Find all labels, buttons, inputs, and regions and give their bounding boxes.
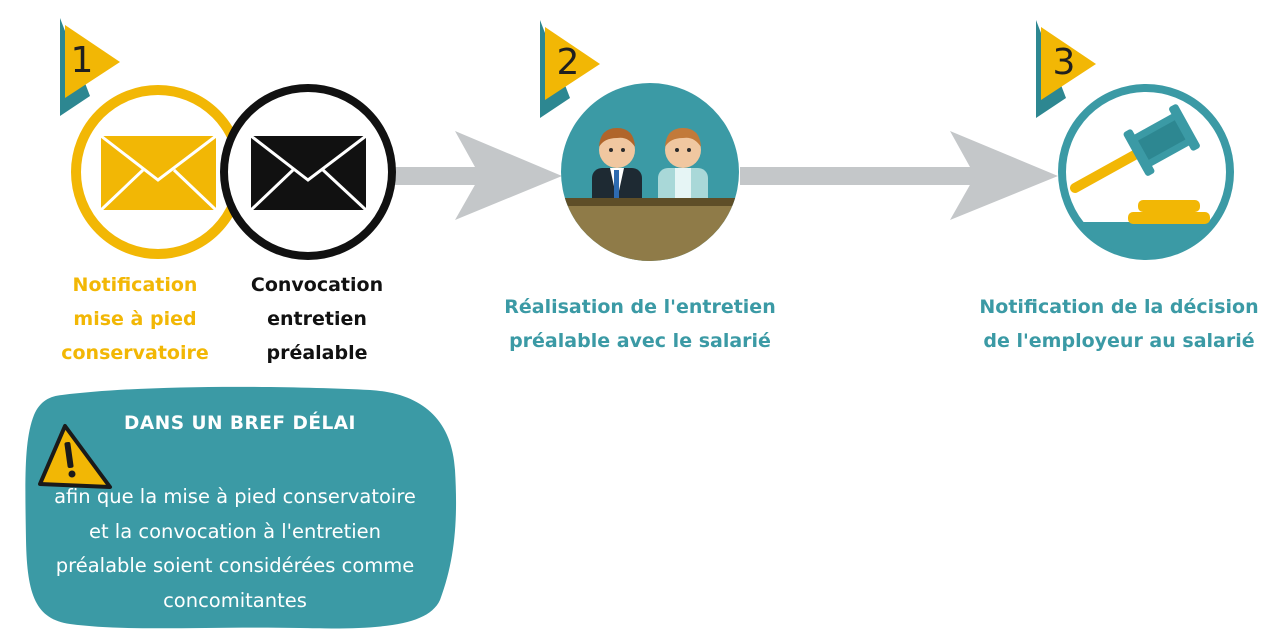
meeting-people-icon [561,83,739,261]
gavel-icon [1058,84,1234,260]
step-1-number: 1 [70,40,94,81]
warning-icon [38,424,112,489]
step-3-badge [1036,20,1096,118]
callout-body: afin que la mise à pied conservatoire et… [54,485,416,612]
envelope-icon-black [220,84,396,260]
callout-title: DANS UN BREF DÉLAI [124,413,356,434]
step-2-number: 2 [556,42,580,83]
callout-background [25,386,457,629]
label-notification-mise-a-pied: Notification mise à pied conservatoire [61,274,209,364]
envelope-icon-yellow [71,85,245,259]
label-realisation: Réalisation de l'entretien préalable ave… [504,296,776,352]
step-2-badge [540,20,600,118]
step-3-number: 3 [1052,42,1076,83]
arrow-2-to-3 [740,131,1058,220]
arrow-1-to-2 [392,131,562,220]
label-notification-decision: Notification de la décision de l'employe… [979,296,1259,352]
label-convocation: Convocation entretien préalable [250,274,384,364]
step-1-badge [60,18,120,116]
